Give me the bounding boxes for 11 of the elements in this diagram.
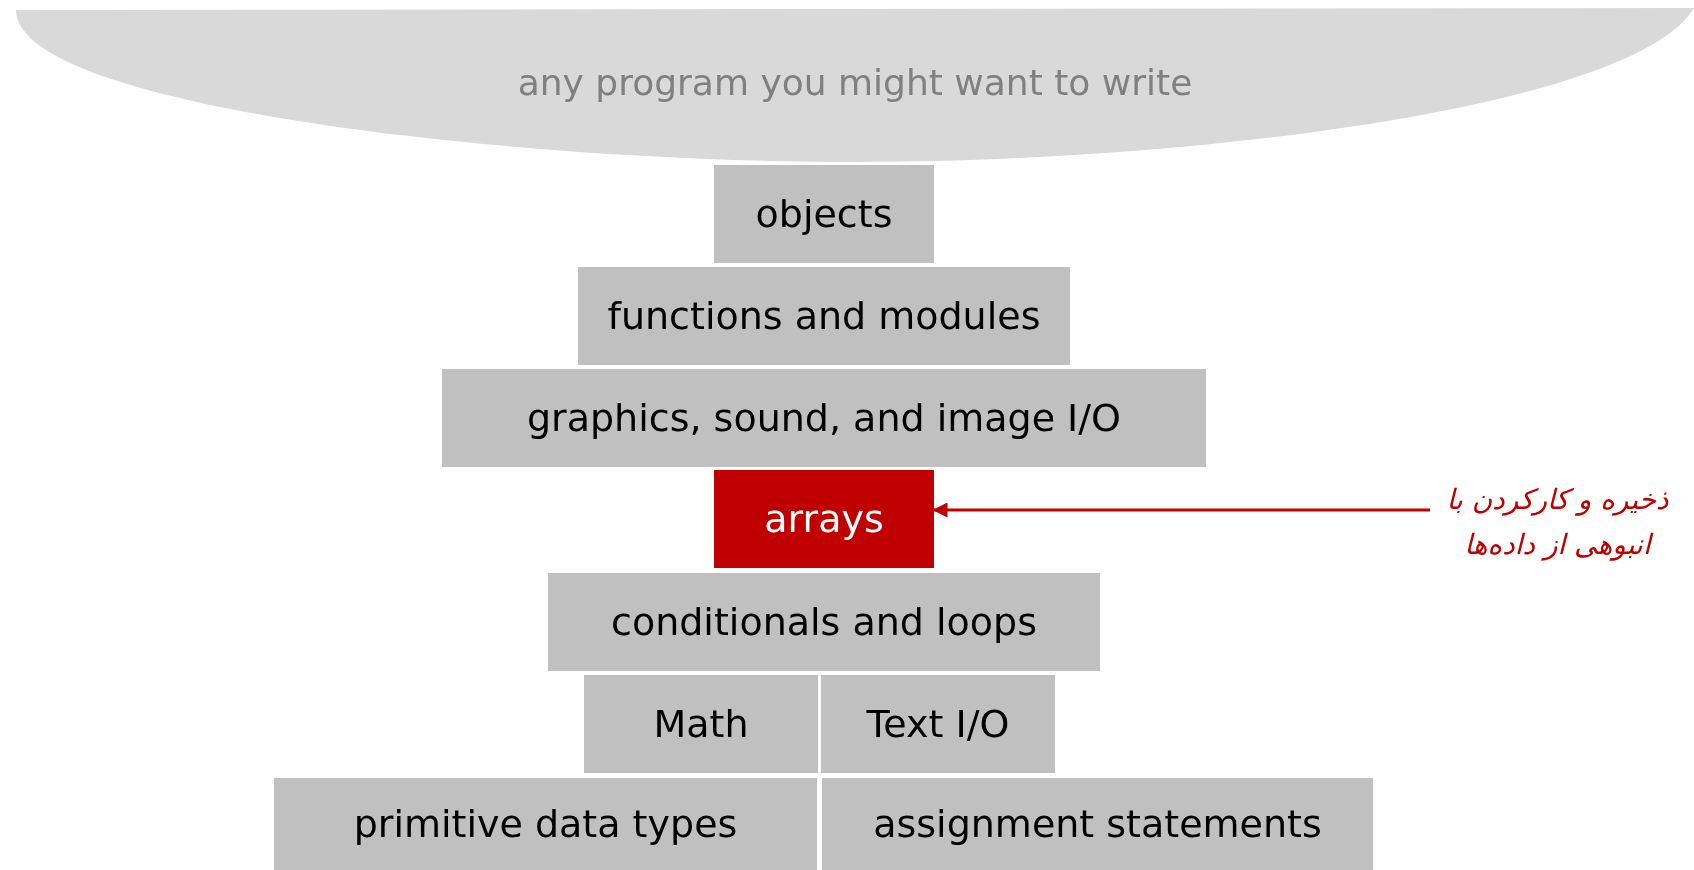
pyramid-block: primitive data types	[274, 778, 817, 870]
pyramid-block: assignment statements	[822, 778, 1373, 870]
pyramid-block: conditionals and loops	[548, 573, 1100, 671]
pyramid-block: graphics, sound, and image I/O	[442, 369, 1206, 467]
highlighted-block: arrays	[714, 470, 934, 568]
pyramid-block: Math	[584, 675, 818, 773]
annotation-text: ذخیره و کارکردن با انبوهی از داده‌ها	[1430, 468, 1685, 578]
bowl-shape: any program you might want to write	[16, 8, 1694, 162]
pyramid-block: Text I/O	[821, 675, 1055, 773]
pyramid-block: functions and modules	[578, 267, 1070, 365]
pyramid-block: objects	[714, 165, 934, 263]
